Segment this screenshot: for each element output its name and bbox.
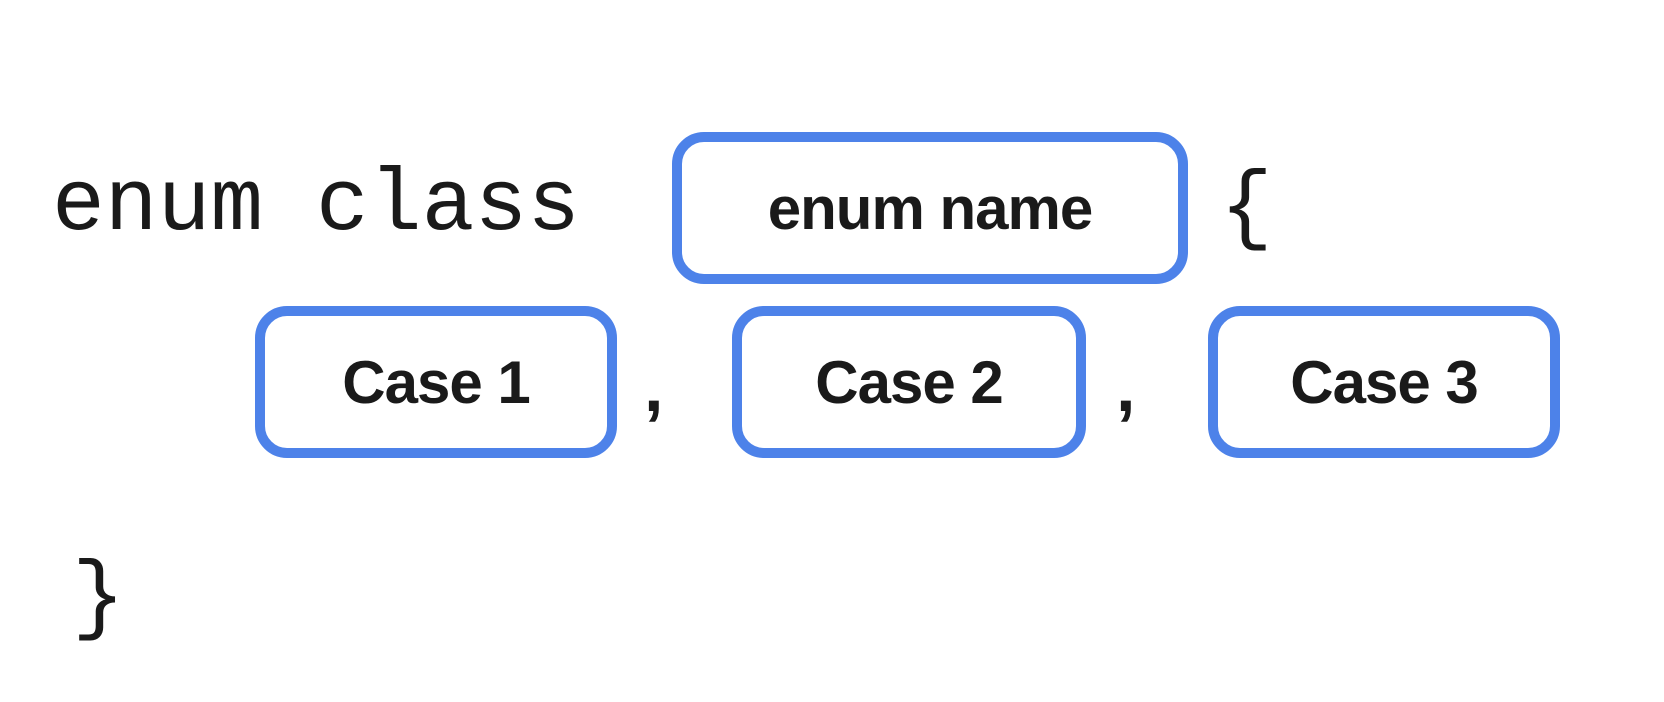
case-1-label: Case 1	[342, 348, 530, 416]
open-brace: {	[1220, 160, 1273, 259]
close-brace: }	[72, 550, 125, 649]
keyword-enum-class: enum class	[52, 157, 581, 256]
case-3-label: Case 3	[1290, 348, 1478, 416]
comma-separator-2: ,	[1116, 348, 1136, 426]
case-2-label: Case 2	[815, 348, 1003, 416]
enum-name-label: enum name	[767, 174, 1093, 242]
case-2-box: Case 2	[732, 306, 1086, 458]
case-3-box: Case 3	[1208, 306, 1560, 458]
case-1-box: Case 1	[255, 306, 617, 458]
enum-name-box: enum name	[672, 132, 1188, 284]
comma-separator-1: ,	[644, 348, 664, 426]
